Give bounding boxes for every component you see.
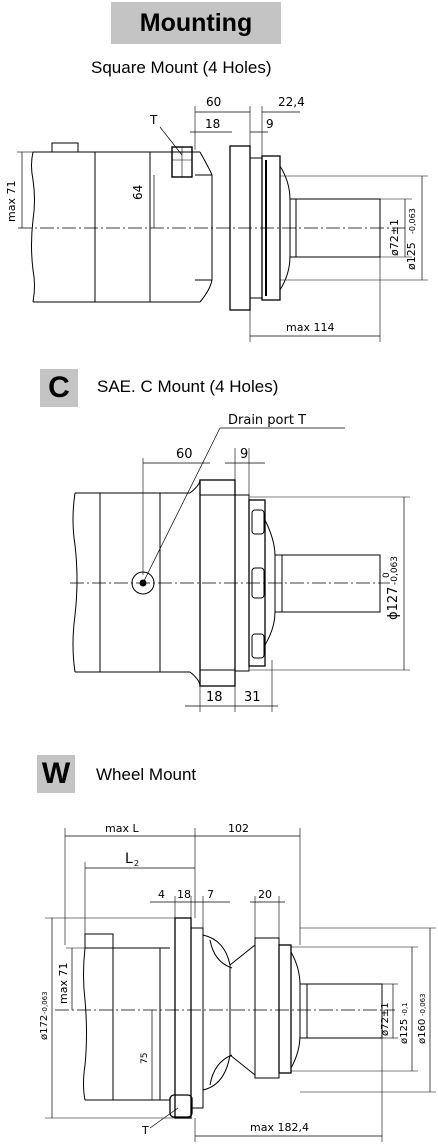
- dim-max-114: max 114: [286, 321, 334, 334]
- wheel-mount-title: Wheel Mount: [96, 765, 197, 784]
- dim-max-182-4: max 182,4: [250, 1121, 309, 1134]
- dim-d72: ø72±1: [380, 1002, 391, 1036]
- dim-31: 31: [244, 690, 261, 705]
- dim-9: 9: [266, 117, 274, 131]
- drain-port-label: Drain port T: [228, 413, 306, 428]
- dim-4: 4: [158, 888, 165, 901]
- dim-l2-subscript: 2: [134, 859, 139, 868]
- dim-d160-tol: -0,063: [419, 993, 427, 1016]
- sae-c-mount-drawing: Drain port T 60 9 ϕ127 -0,063 0 18 31: [70, 413, 410, 712]
- dim-d160: ø160: [417, 1019, 428, 1044]
- dim-18: 18: [205, 117, 220, 131]
- dim-d172-tol: -0,063: [41, 991, 49, 1014]
- dim-60: 60: [176, 447, 193, 462]
- dim-l2: L: [125, 851, 133, 867]
- mounting-header: Mounting: [111, 2, 281, 44]
- dim-d72: ø72±1: [388, 219, 401, 256]
- square-mount-drawing: 60 22,4 18 9 T 64 max 71 ø72±1 ø125 -0,0…: [5, 95, 428, 342]
- dim-d125-tol: -0,1: [401, 1002, 409, 1016]
- dim-d125: ø125: [405, 242, 418, 270]
- dim-d125-tol: -0,063: [408, 208, 417, 234]
- dim-64: 64: [131, 185, 145, 200]
- dim-60: 60: [206, 95, 221, 109]
- wheel-w-badge: W: [37, 755, 75, 793]
- dim-max-71: max 71: [5, 181, 18, 222]
- dim-d127-upper: 0: [382, 572, 392, 578]
- sae-c-letter: C: [48, 371, 70, 404]
- dim-d127-tol: -0,063: [390, 556, 400, 585]
- dim-d172: ø172: [39, 1015, 50, 1040]
- wheel-w-letter: W: [41, 757, 71, 790]
- square-mount-title: Square Mount (4 Holes): [91, 58, 272, 77]
- dim-20: 20: [258, 888, 272, 901]
- sae-c-mount-title: SAE. C Mount (4 Holes): [97, 377, 279, 396]
- dim-18: 18: [177, 888, 191, 901]
- dim-max-71: max 71: [57, 963, 70, 1004]
- dim-max-l: max L: [105, 822, 139, 835]
- dim-d127: ϕ127: [386, 587, 401, 620]
- header-title: Mounting: [139, 8, 253, 37]
- dim-d125: ø125: [399, 1019, 410, 1044]
- dim-18: 18: [206, 690, 223, 705]
- dim-t: T: [141, 1124, 149, 1137]
- dim-7: 7: [207, 888, 214, 901]
- dim-t: T: [149, 113, 158, 127]
- sae-c-badge: C: [40, 369, 78, 407]
- dim-9: 9: [240, 447, 248, 462]
- dim-22-4: 22,4: [278, 95, 305, 109]
- dim-102: 102: [228, 822, 249, 835]
- dim-75: 75: [140, 1053, 150, 1064]
